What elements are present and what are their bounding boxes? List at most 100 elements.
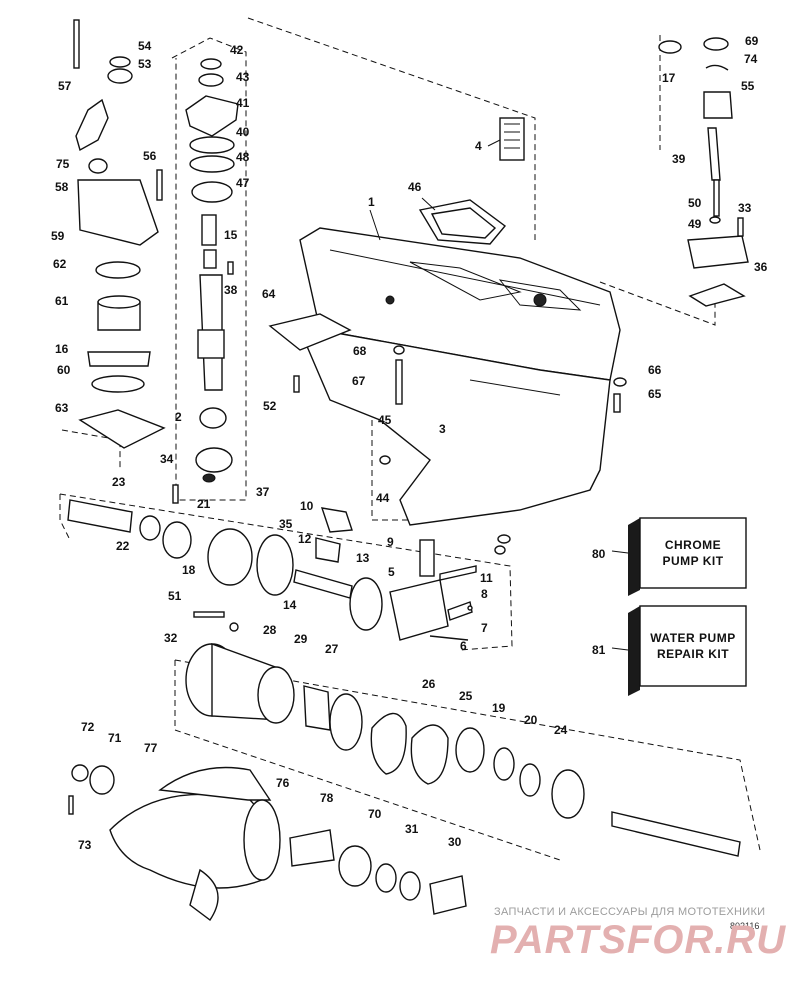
callout: 74: [744, 52, 758, 66]
gearcase-housing: [298, 227, 621, 526]
callout: 29: [294, 632, 308, 646]
callout: 72: [81, 720, 95, 734]
diagram-code: 802116: [730, 921, 760, 931]
leader-lines: [369, 139, 629, 651]
callout: 47: [236, 176, 250, 190]
callout: 31: [405, 822, 419, 836]
callout: 49: [688, 217, 702, 231]
callout: 11: [480, 571, 493, 585]
callout: 73: [78, 838, 92, 852]
kit-numbers: 80 81: [592, 547, 606, 657]
callout: 1: [368, 195, 375, 209]
callout: 15: [224, 228, 238, 242]
lower-components: [67, 499, 477, 641]
callout: 48: [236, 150, 250, 164]
callout: 19: [492, 701, 506, 715]
callout: 51: [168, 589, 182, 603]
callout: 24: [554, 723, 568, 737]
callout: 25: [459, 689, 473, 703]
callout: 62: [53, 257, 67, 271]
callout: 3: [439, 422, 446, 436]
callout: 30: [448, 835, 462, 849]
callout: 4: [475, 139, 482, 153]
callout: 58: [55, 180, 69, 194]
callout: 14: [283, 598, 297, 612]
callout: 71: [108, 731, 122, 745]
callout: 33: [738, 201, 752, 215]
part-4-grommet: [499, 117, 525, 161]
callout: 41: [236, 96, 250, 110]
callout: 18: [182, 563, 196, 577]
callout: 78: [320, 791, 334, 805]
kit-number: 81: [592, 643, 606, 657]
kit-line: PUMP KIT: [662, 554, 724, 568]
callout: 26: [422, 677, 436, 691]
water-pump-repair-kit-label: WATER PUMP REPAIR KIT: [640, 630, 746, 662]
callout: 76: [276, 776, 290, 790]
watermark-caption: ЗАПЧАСТИ И АКСЕССУАРЫ ДЛЯ МОТОТЕХНИКИ: [494, 906, 766, 918]
callout: 17: [662, 71, 676, 85]
callout: 54: [138, 39, 152, 53]
callout: 63: [55, 401, 69, 415]
callout: 43: [236, 70, 250, 84]
kit-line: REPAIR KIT: [656, 647, 730, 661]
callout: 28: [263, 623, 277, 637]
callout: 35: [279, 517, 293, 531]
right-components: [268, 37, 749, 555]
callout: 21: [197, 497, 211, 511]
callout: 70: [368, 807, 382, 821]
callout: 52: [263, 399, 277, 413]
callout: 9: [387, 535, 394, 549]
callout: 44: [376, 491, 390, 505]
callout: 10: [300, 499, 314, 513]
water-pump-stack: [73, 19, 166, 449]
callout: 64: [262, 287, 276, 301]
callout: 20: [524, 713, 538, 727]
callout: 61: [55, 294, 69, 308]
callout: 55: [741, 79, 755, 93]
top-cover-gasket: [418, 199, 507, 245]
callout: 22: [116, 539, 130, 553]
callout: 67: [352, 374, 366, 388]
watermark-logo: PARTSFOR.RU: [490, 918, 787, 962]
chrome-pump-kit-label: CHROME PUMP KIT: [640, 537, 746, 569]
callout: 50: [688, 196, 702, 210]
callout: 23: [112, 475, 126, 489]
callout: 46: [408, 180, 422, 194]
callout: 13: [356, 551, 370, 565]
callout: 42: [230, 43, 244, 57]
callout: 40: [236, 125, 250, 139]
callout: 59: [51, 229, 65, 243]
callout: 77: [144, 741, 158, 755]
callout: 56: [143, 149, 157, 163]
callout: 16: [55, 342, 69, 356]
callout: 75: [56, 157, 70, 171]
callout: 60: [57, 363, 71, 377]
callout: 34: [160, 452, 174, 466]
assembly-outlines: [59, 17, 761, 861]
callout-labels: 1 2 3 4 5 6 7 8 9 10 11 12 13 14 15 16 1…: [51, 34, 768, 852]
kit-line: WATER PUMP: [650, 631, 736, 645]
kit-boxes: [628, 517, 747, 696]
driveshaft-assembly: [172, 58, 239, 504]
callout: 7: [481, 621, 488, 635]
callout: 53: [138, 57, 152, 71]
callout: 12: [298, 532, 312, 546]
kit-line: CHROME: [664, 538, 722, 552]
callout: 45: [378, 413, 392, 427]
callout: 36: [754, 260, 768, 274]
callout: 57: [58, 79, 72, 93]
kit-number: 80: [592, 547, 606, 561]
callout: 69: [745, 34, 759, 48]
callout: 2: [175, 410, 182, 424]
callout: 27: [325, 642, 339, 656]
callout: 38: [224, 283, 238, 297]
callout: 8: [481, 587, 488, 601]
callout: 5: [388, 565, 395, 579]
callout: 39: [672, 152, 686, 166]
callout: 66: [648, 363, 662, 377]
callout: 32: [164, 631, 178, 645]
callout: 65: [648, 387, 662, 401]
callout: 68: [353, 344, 367, 358]
